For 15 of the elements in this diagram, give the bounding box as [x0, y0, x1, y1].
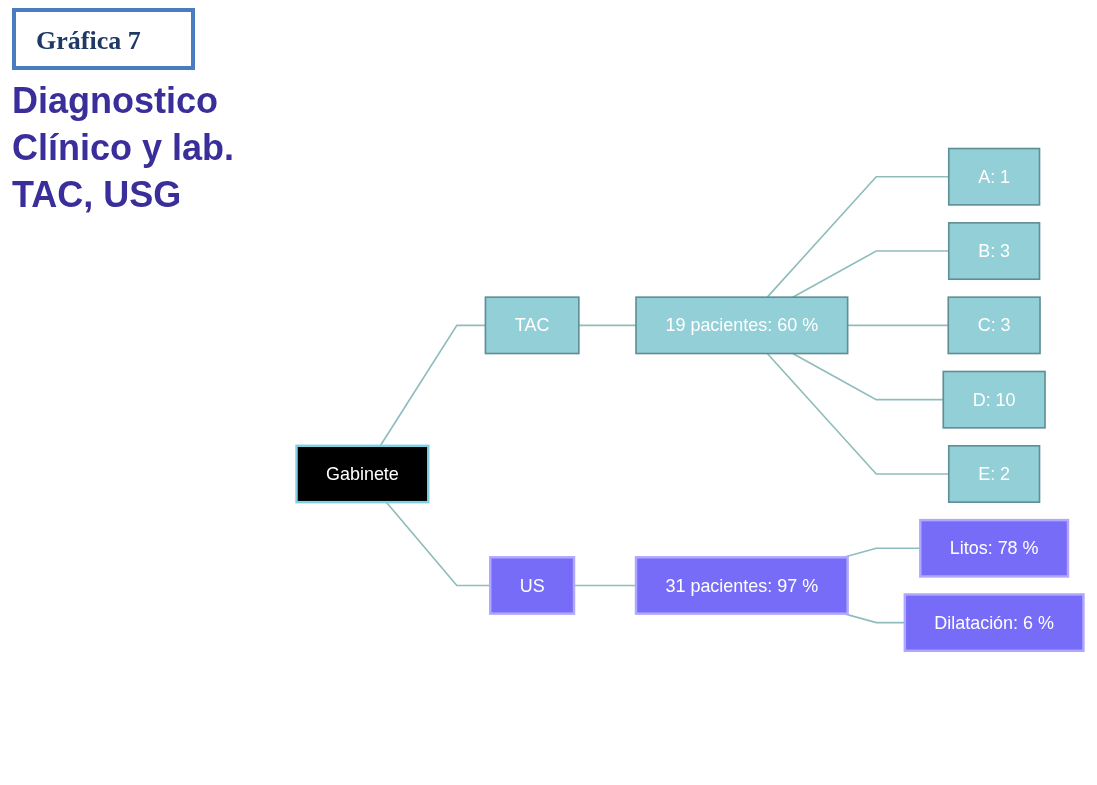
heading-text: Diagnostico Clínico y lab. TAC, USG: [12, 79, 236, 217]
connector: [578, 324, 637, 327]
node-box: D: 10: [942, 371, 1046, 429]
node-box: US: [489, 556, 576, 616]
node-box: 19 pacientes: 60 %: [635, 296, 849, 355]
node-box: Dilatación: 6 %: [903, 593, 1085, 653]
node-box: Litos: 78 %: [919, 519, 1070, 579]
title: Gráfica 7: [12, 8, 195, 70]
node-box: E: 2: [947, 445, 1041, 504]
node-box: B: 3: [947, 222, 1041, 281]
node-box: 31 pacientes: 97 %: [634, 556, 849, 616]
node-box: TAC: [484, 296, 580, 355]
node-box: C: 3: [947, 296, 1041, 355]
node-box: A: 1: [947, 148, 1041, 207]
node-box: Gabinete: [295, 444, 430, 504]
